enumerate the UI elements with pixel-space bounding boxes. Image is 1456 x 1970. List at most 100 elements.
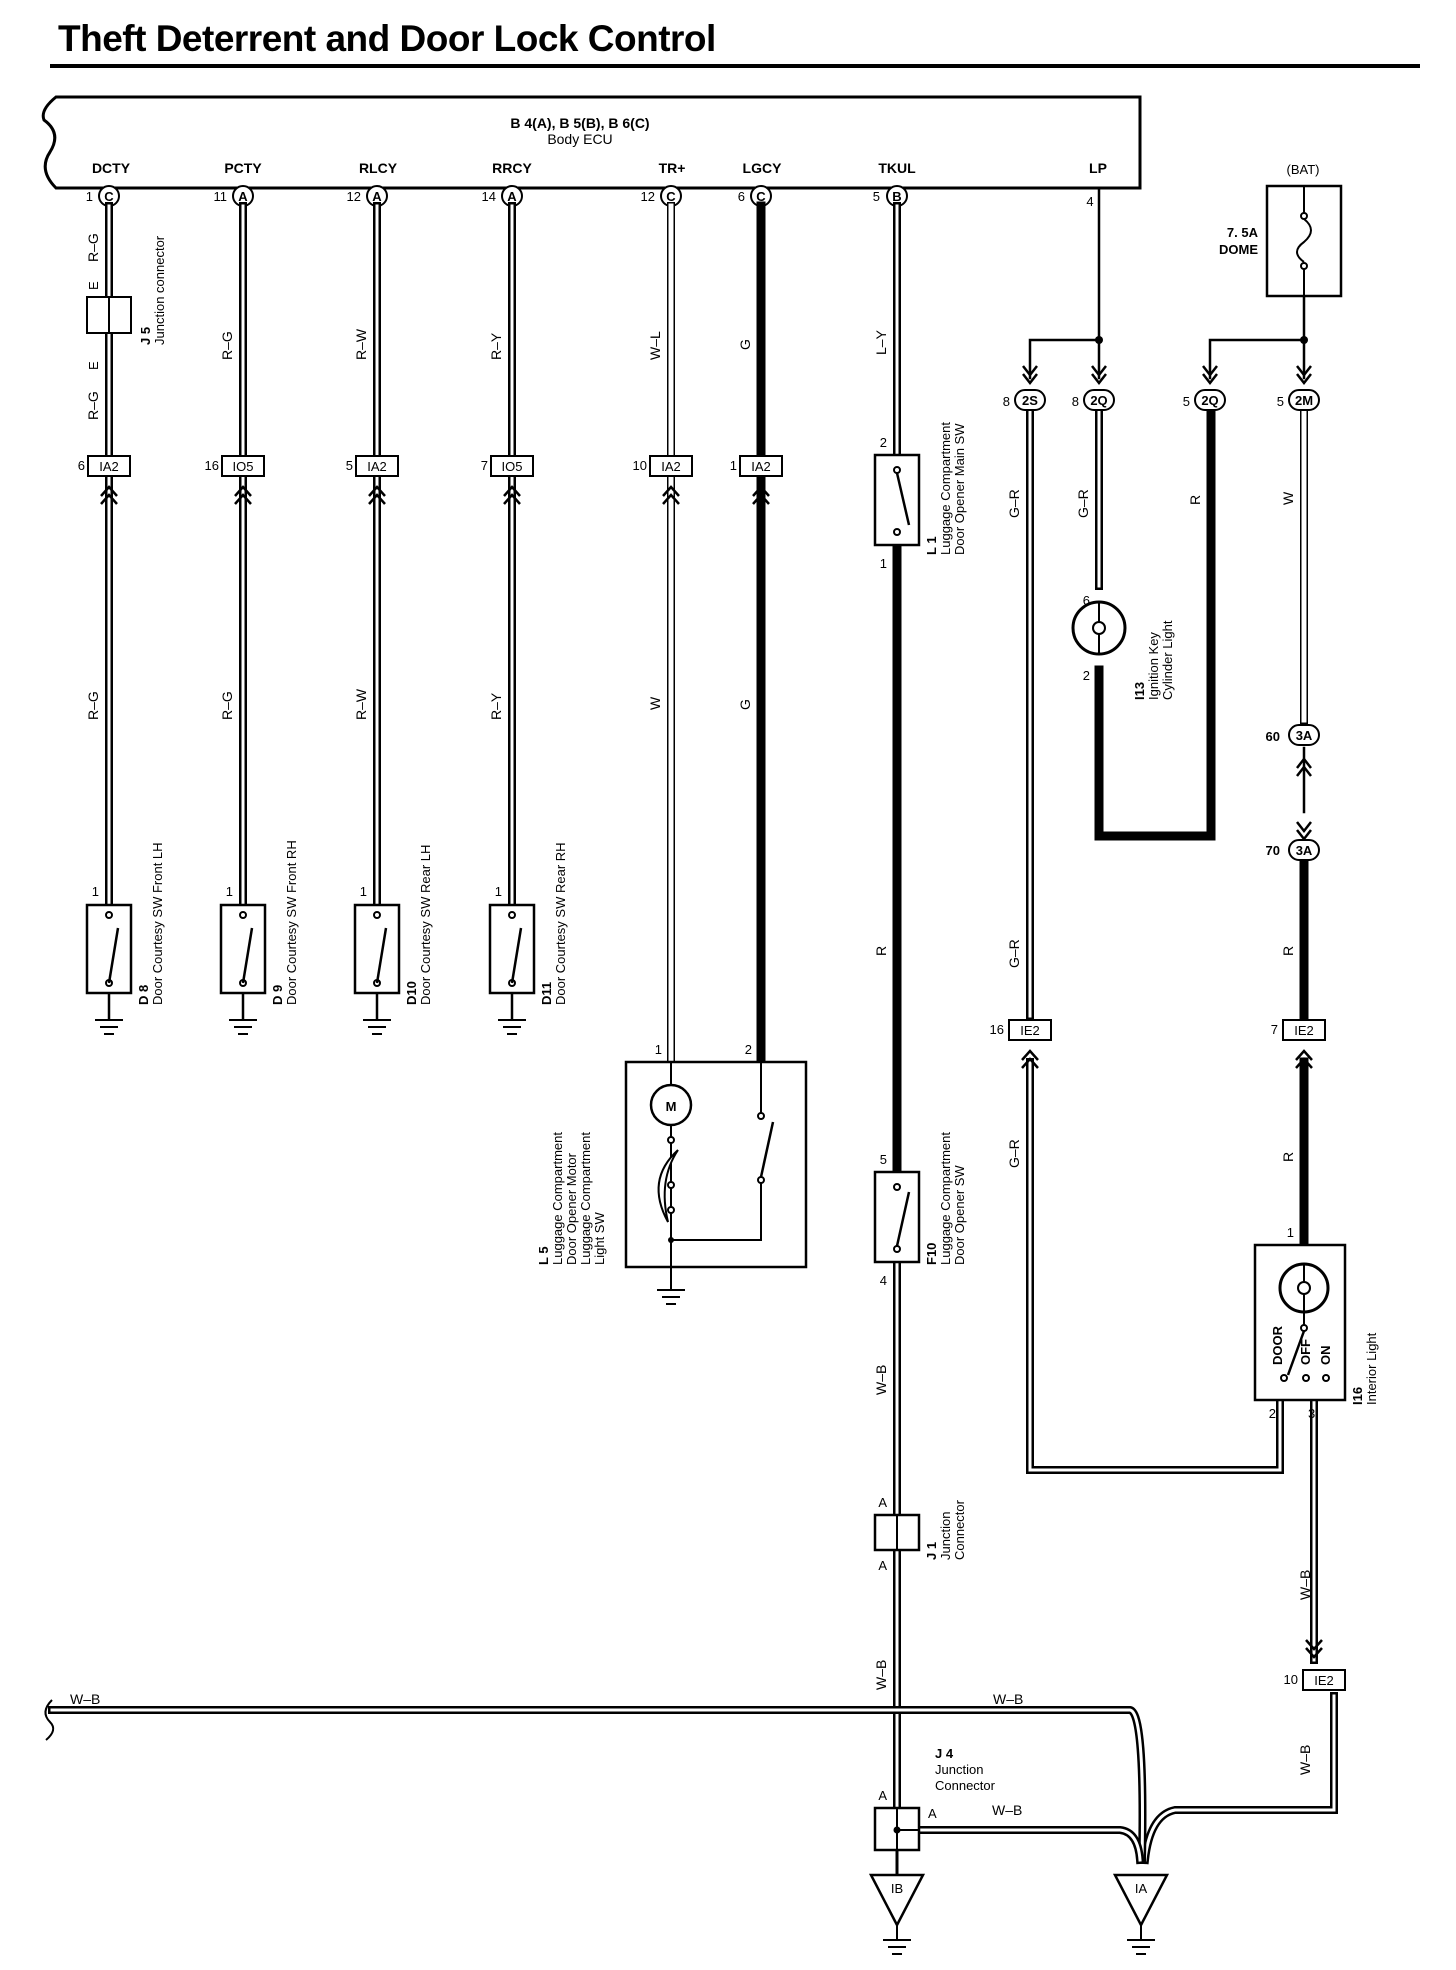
ecu-terminal-pcty: 11 A: [214, 185, 254, 207]
svg-text:IO5: IO5: [233, 459, 254, 474]
svg-text:Junction: Junction: [938, 1512, 953, 1560]
junction-dot-lp: [1095, 336, 1103, 344]
svg-text:IB: IB: [891, 1881, 903, 1896]
svg-text:W–B: W–B: [993, 1691, 1023, 1707]
svg-text:J 4: J 4: [935, 1746, 954, 1761]
svg-text:1: 1: [86, 189, 93, 204]
svg-text:A: A: [928, 1806, 937, 1821]
wire-break-mark: [44, 1699, 55, 1741]
svg-text:5: 5: [1183, 394, 1190, 409]
svg-text:D 8: D 8: [136, 985, 151, 1005]
svg-text:G–R: G–R: [1075, 489, 1091, 518]
svg-text:6: 6: [1083, 593, 1090, 608]
svg-text:DOME: DOME: [1219, 242, 1258, 257]
svg-text:L–Y: L–Y: [873, 329, 889, 355]
svg-text:OFF: OFF: [1298, 1339, 1313, 1365]
ecu-terminal-rlcy: 12 A: [347, 185, 388, 207]
svg-text:R: R: [1280, 1152, 1296, 1162]
ecu-pin-pcty: PCTY: [224, 160, 262, 176]
svg-text:Door Opener Main SW: Door Opener Main SW: [952, 423, 967, 555]
ecu-pin-rrcy: RRCY: [492, 160, 532, 176]
svg-text:1: 1: [655, 1042, 662, 1057]
svg-text:G–R: G–R: [1006, 489, 1022, 518]
d9-door-courtesy-switch: 1 D 9 Door Courtesy SW Front RH: [219, 840, 299, 1035]
svg-text:I13: I13: [1132, 682, 1147, 700]
svg-text:G: G: [737, 699, 753, 710]
svg-text:W: W: [647, 696, 663, 710]
svg-text:12: 12: [641, 189, 655, 204]
body-ecu: B 4(A), B 5(B), B 6(C) Body ECU DCTY PCT…: [41, 95, 1142, 209]
ecu-pin-tr: TR+: [659, 160, 686, 176]
svg-text:1: 1: [730, 458, 737, 473]
svg-text:W–B: W–B: [1297, 1570, 1313, 1600]
ecu-pin-lgcy: LGCY: [743, 160, 783, 176]
svg-text:D10: D10: [404, 981, 419, 1005]
svg-text:I16: I16: [1350, 1387, 1365, 1405]
svg-text:7: 7: [481, 458, 488, 473]
svg-text:16: 16: [205, 458, 219, 473]
svg-text:2Q: 2Q: [1090, 393, 1107, 408]
svg-text:Connector: Connector: [935, 1778, 996, 1793]
svg-text:E: E: [86, 361, 101, 370]
svg-text:1: 1: [880, 556, 887, 571]
svg-text:J 5: J 5: [138, 327, 153, 345]
svg-text:Door Courtesy SW Front RH: Door Courtesy SW Front RH: [284, 840, 299, 1005]
wire-harness: [48, 186, 1338, 1877]
connector-ia2-1: 1 IA2: [730, 455, 783, 477]
i13-ignition-key-cylinder-light: 6 2 I13 Ignition Key Cylinder Light: [1071, 593, 1175, 700]
svg-text:5: 5: [880, 1152, 887, 1167]
svg-text:IE2: IE2: [1294, 1023, 1314, 1038]
title-underline: [50, 64, 1420, 68]
ground-ib: IB: [868, 1873, 926, 1955]
ecu-terminal-lgcy: 6 C: [738, 185, 772, 207]
svg-text:IO5: IO5: [502, 459, 523, 474]
svg-text:5: 5: [873, 189, 880, 204]
svg-text:D11: D11: [539, 982, 554, 1005]
svg-text:E: E: [86, 281, 101, 290]
svg-text:G–R: G–R: [1006, 939, 1022, 968]
svg-text:A: A: [372, 189, 382, 204]
ecu-pin-rlcy: RLCY: [359, 160, 398, 176]
svg-text:8: 8: [1072, 394, 1079, 409]
svg-text:IA2: IA2: [661, 459, 681, 474]
j1-junction-connector: A A J 1 Junction Connector: [873, 1495, 967, 1573]
svg-text:W–B: W–B: [873, 1660, 889, 1690]
svg-text:R–G: R–G: [219, 331, 235, 360]
svg-text:Connector: Connector: [952, 1499, 967, 1560]
svg-text:W–B: W–B: [1297, 1745, 1313, 1775]
svg-text:R–W: R–W: [353, 328, 369, 360]
svg-text:1: 1: [1287, 1225, 1294, 1240]
svg-text:IA2: IA2: [751, 459, 771, 474]
svg-text:1: 1: [92, 884, 99, 899]
svg-text:C: C: [666, 189, 676, 204]
svg-text:A: A: [878, 1788, 887, 1803]
i16-interior-light: 1 DOOR OFF ON 2 3 I16 Interior Light: [1253, 1225, 1379, 1421]
svg-text:R–Y: R–Y: [488, 332, 504, 360]
svg-text:3: 3: [1308, 1406, 1315, 1421]
svg-text:Door Opener SW: Door Opener SW: [952, 1165, 967, 1265]
svg-text:R–G: R–G: [85, 233, 101, 262]
svg-text:R–G: R–G: [219, 691, 235, 720]
ecu-terminal-lp: 4: [1086, 194, 1093, 209]
svg-text:W–B: W–B: [70, 1691, 100, 1707]
svg-text:A: A: [878, 1558, 887, 1573]
svg-text:7: 7: [1271, 1022, 1278, 1037]
svg-text:IE2: IE2: [1020, 1023, 1040, 1038]
ground-ia: IA: [1112, 1873, 1170, 1955]
svg-text:C: C: [756, 189, 766, 204]
svg-text:ON: ON: [1318, 1346, 1333, 1366]
ecu-terminal-tkul: 5 B: [873, 185, 908, 207]
svg-text:R: R: [1280, 946, 1296, 956]
j5-junction-connector: E E J 5 Junction connector: [86, 235, 167, 370]
svg-text:F10: F10: [924, 1243, 939, 1265]
svg-text:IA2: IA2: [367, 459, 387, 474]
d10-door-courtesy-switch: 1 D10 Door Courtesy SW Rear LH: [353, 845, 433, 1035]
